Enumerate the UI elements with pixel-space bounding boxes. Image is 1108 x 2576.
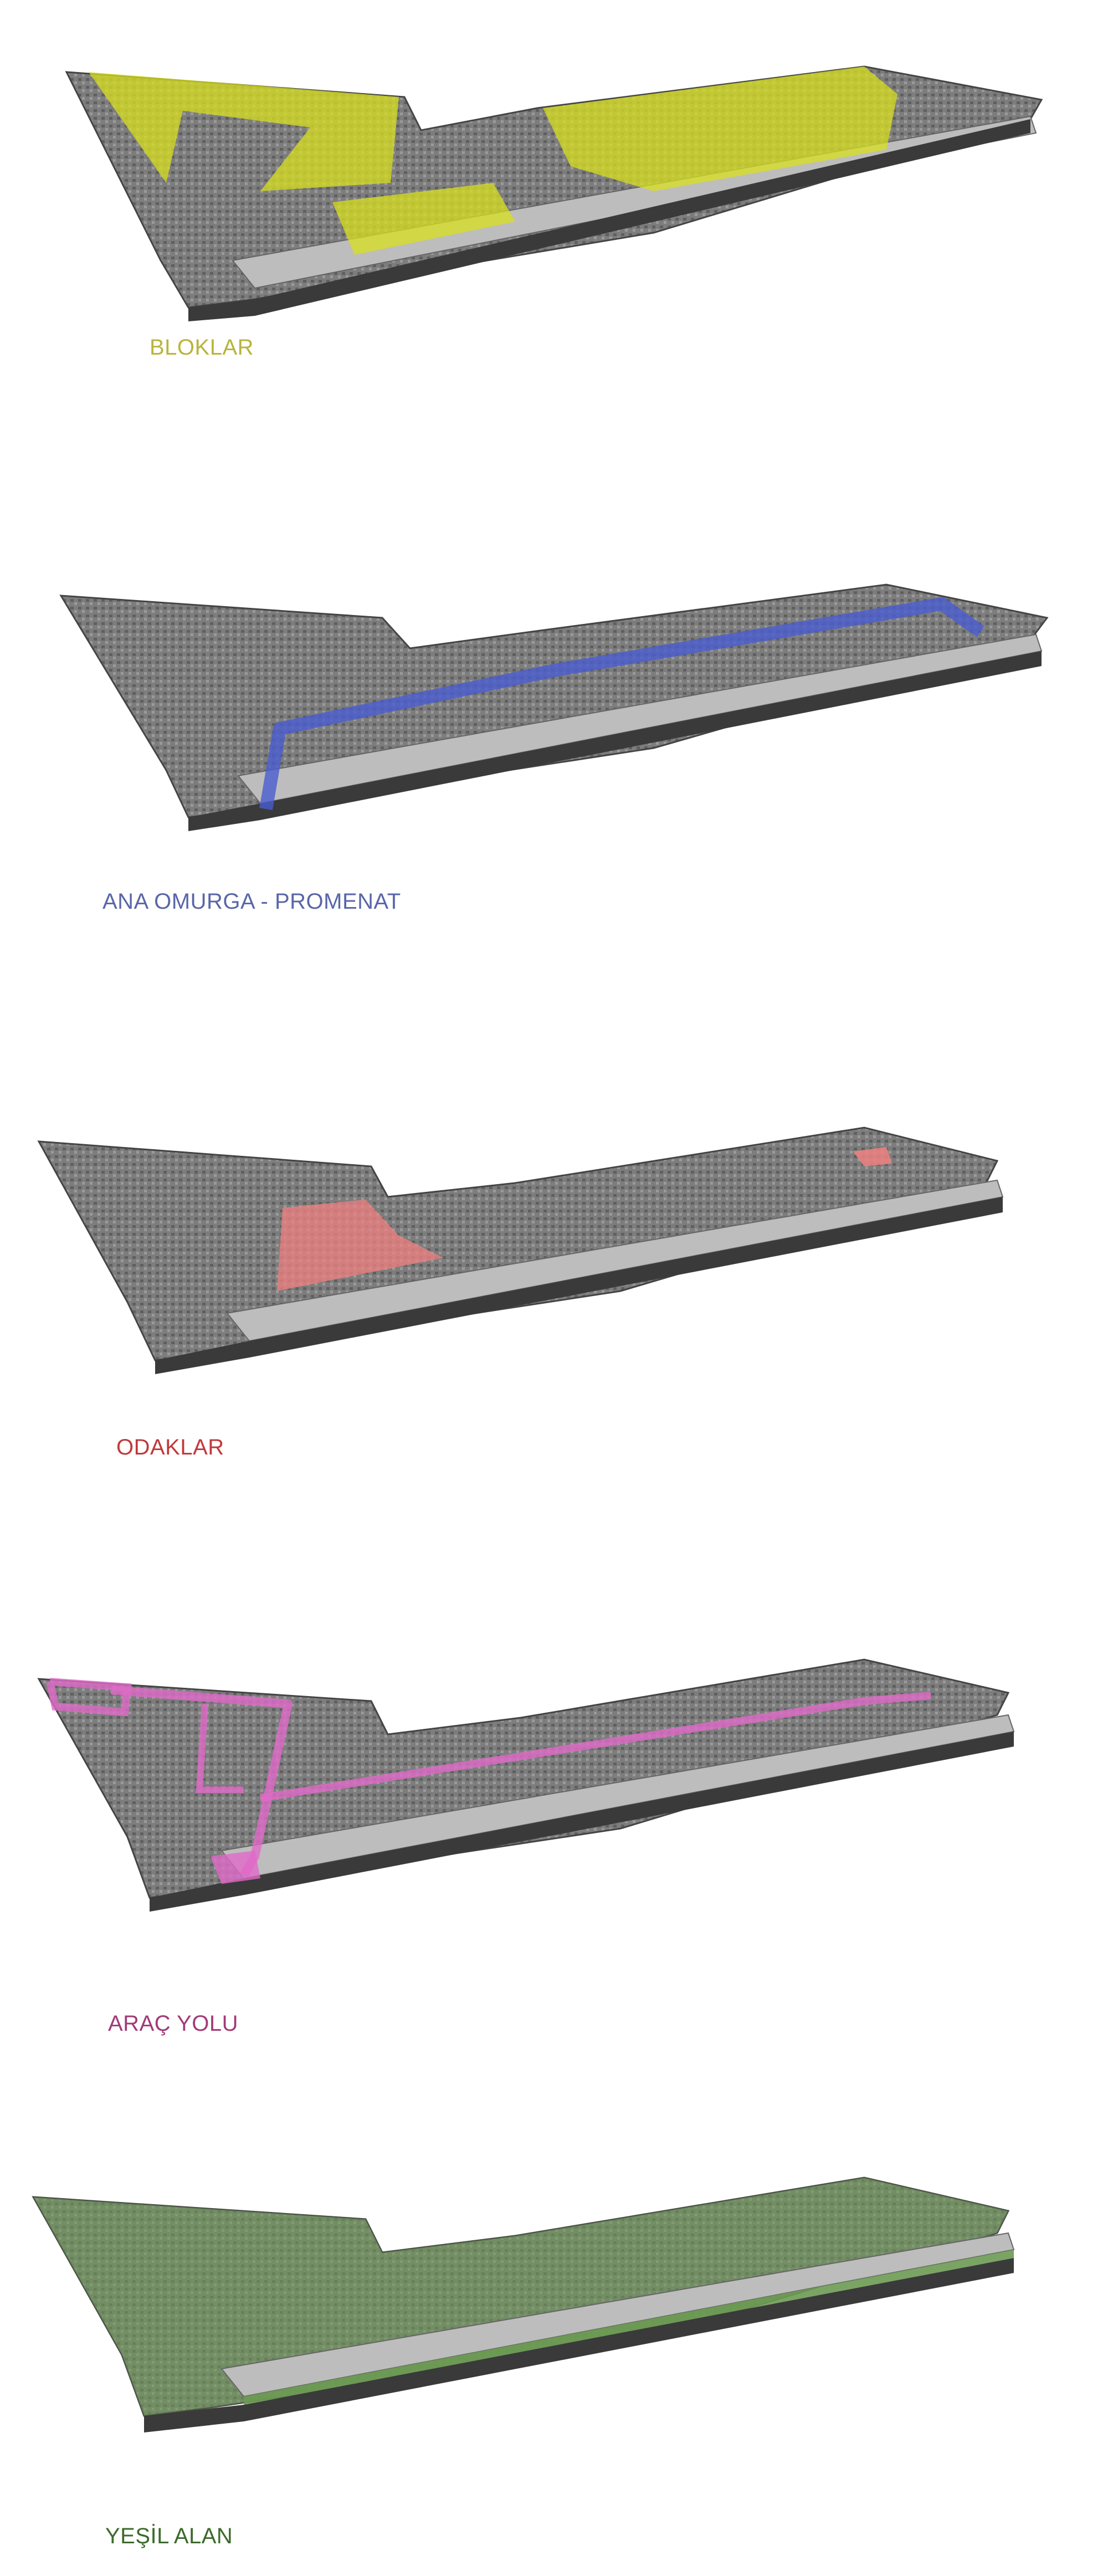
overlay-green-strip xyxy=(244,2250,1014,2405)
site-plan-road xyxy=(37,1658,1015,1912)
site-plan-spine xyxy=(59,583,1049,831)
panel-arac-yolu: ARAÇ YOLU xyxy=(0,1568,1108,2078)
overlay-road-inner xyxy=(196,1703,244,1793)
overlay-focus-center xyxy=(277,1200,443,1291)
panel-label: ANA OMURGA - PROMENAT xyxy=(102,889,401,914)
panel-label: ARAÇ YOLU xyxy=(108,2011,238,2036)
overlay-green-base xyxy=(33,2178,1008,2416)
overlay-blocks-left xyxy=(89,72,399,191)
site-edge xyxy=(155,1197,1003,1374)
site-plan-blocks xyxy=(65,65,1043,321)
overlay-focus-right xyxy=(853,1147,892,1166)
site-plan-green xyxy=(32,2176,1015,2432)
panel-yesil-alan: YEŞİL ALAN xyxy=(0,2078,1108,2576)
panel-label: ODAKLAR xyxy=(116,1435,224,1459)
overlay-blocks-right xyxy=(543,66,897,191)
site-base xyxy=(59,583,1049,818)
overlay-road-loop xyxy=(46,1678,132,1717)
overlay-road-spine xyxy=(259,1692,931,1802)
panel-label: YEŞİL ALAN xyxy=(105,2524,233,2548)
site-edge xyxy=(144,2258,1014,2432)
site-base xyxy=(37,1126,999,1361)
site-plan-foci xyxy=(37,1126,1004,1374)
site-edge xyxy=(188,119,1030,321)
panel-label: BLOKLAR xyxy=(150,335,254,360)
overlay-road-plaza xyxy=(211,1851,260,1884)
overlay-blocks-center xyxy=(332,183,515,255)
site-edge xyxy=(150,1732,1014,1912)
overlay-spine xyxy=(259,597,984,811)
panel-odaklar: ODAKLAR xyxy=(0,1031,1108,1568)
site-edge xyxy=(188,651,1042,831)
panel-ana-omurga: ANA OMURGA - PROMENAT xyxy=(0,521,1108,1031)
panel-bloklar: BLOKLAR xyxy=(0,0,1108,521)
